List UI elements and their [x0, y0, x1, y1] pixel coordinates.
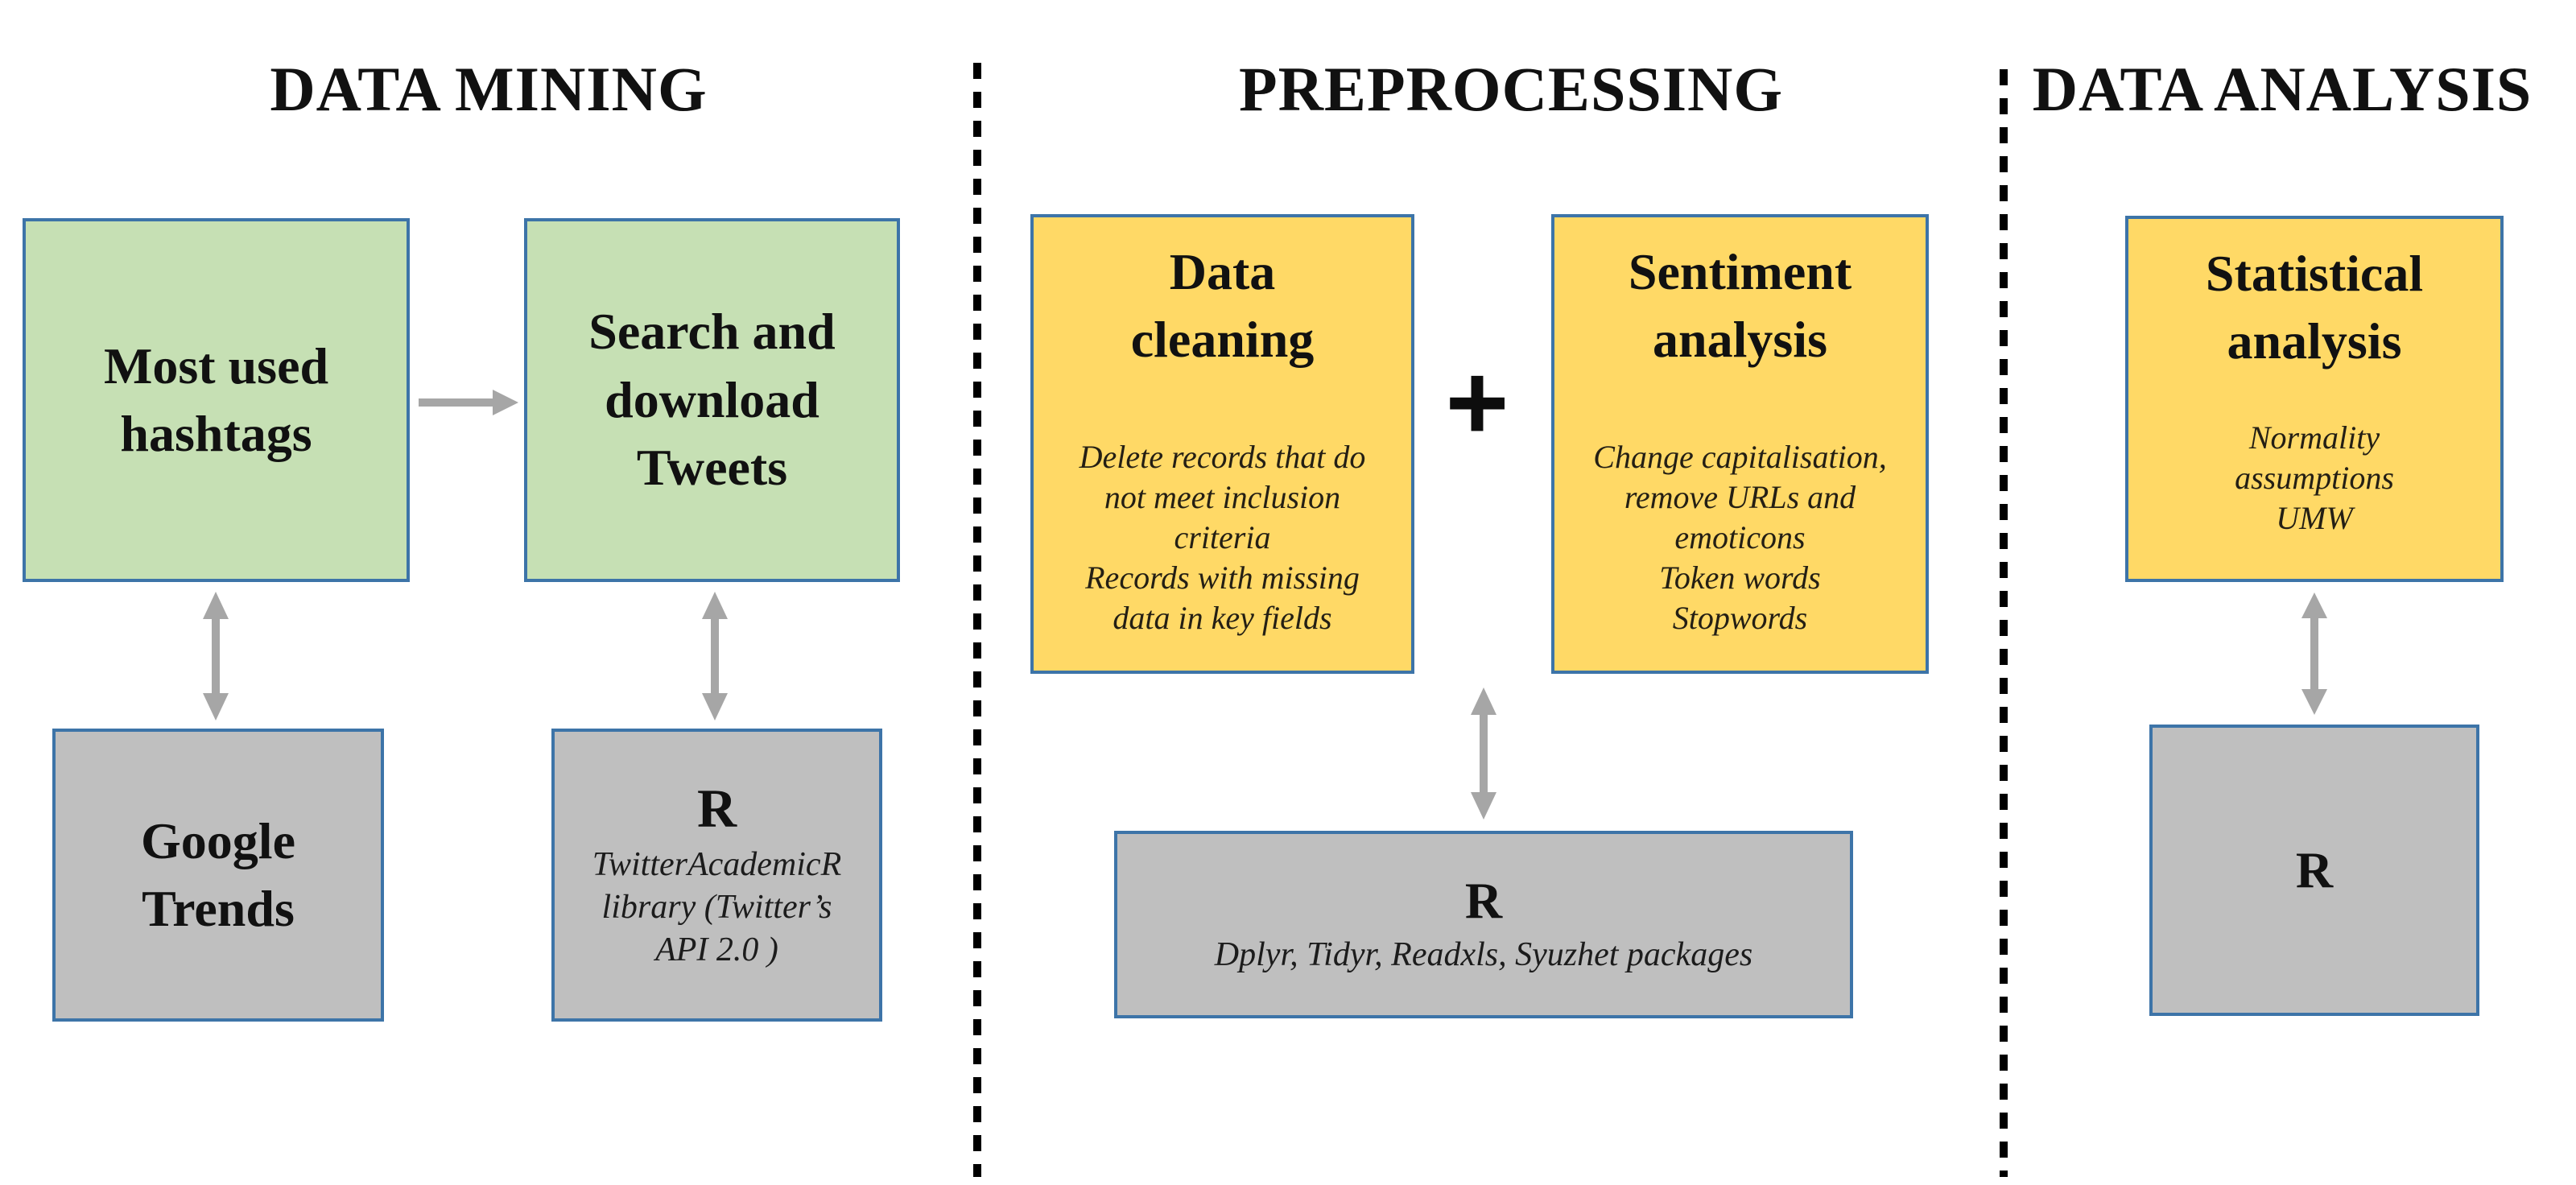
box-statistical-analysis-label: Statistical analysis	[2205, 245, 2424, 370]
box-statistical-analysis: Statistical analysis Normality assumptio…	[2125, 216, 2504, 582]
box-r-analysis: R	[2149, 725, 2479, 1016]
double-arrow-vertical-icon	[1466, 686, 1501, 821]
box-r-mining-label: R	[696, 778, 737, 840]
box-data-cleaning: Data cleaning Delete records that do not…	[1030, 214, 1414, 674]
box-most-used-hashtags: Most used hashtags	[23, 218, 410, 582]
section-title-data-analysis: DATA ANALYSIS	[2032, 54, 2533, 124]
box-statistical-analysis-details: Normality assumptions UMW	[2235, 419, 2394, 536]
box-data-cleaning-label: Data cleaning	[1130, 243, 1315, 369]
double-arrow-vertical-icon	[2297, 591, 2332, 716]
box-r-mining-subtitle: TwitterAcademicR library (Twitter’s API …	[592, 846, 842, 968]
box-r-mining: R TwitterAcademicR library (Twitter’s AP…	[551, 729, 882, 1022]
plus-operator: +	[1445, 341, 1509, 463]
box-most-used-hashtags-label: Most used hashtags	[103, 337, 329, 462]
box-search-download-tweets-label: Search and download Tweets	[588, 303, 836, 497]
double-arrow-vertical-icon	[697, 590, 733, 722]
box-google-trends-label: Google Trends	[141, 811, 295, 937]
box-r-preprocessing-label: R	[1464, 871, 1503, 929]
double-arrow-vertical-icon	[198, 590, 233, 722]
box-google-trends: Google Trends	[52, 729, 384, 1022]
box-r-analysis-label: R	[2295, 840, 2334, 898]
box-data-cleaning-details: Delete records that do not meet inclusio…	[1079, 438, 1366, 636]
box-sentiment-analysis: Sentiment analysis Change capitalisation…	[1551, 214, 1929, 674]
box-search-download-tweets: Search and download Tweets	[524, 218, 900, 582]
section-divider-2	[2000, 69, 2008, 1177]
section-divider-1	[973, 63, 981, 1177]
box-sentiment-analysis-details: Change capitalisation, remove URLs and e…	[1593, 438, 1887, 636]
box-sentiment-analysis-label: Sentiment analysis	[1628, 243, 1852, 369]
box-r-preprocessing-subtitle: Dplyr, Tidyr, Readxls, Syuzhet packages	[1214, 936, 1753, 974]
section-title-data-mining: DATA MINING	[270, 54, 708, 124]
box-r-preprocessing: R Dplyr, Tidyr, Readxls, Syuzhet package…	[1114, 831, 1853, 1018]
arrow-right-icon	[415, 385, 520, 420]
section-title-preprocessing: PREPROCESSING	[1238, 54, 1784, 124]
